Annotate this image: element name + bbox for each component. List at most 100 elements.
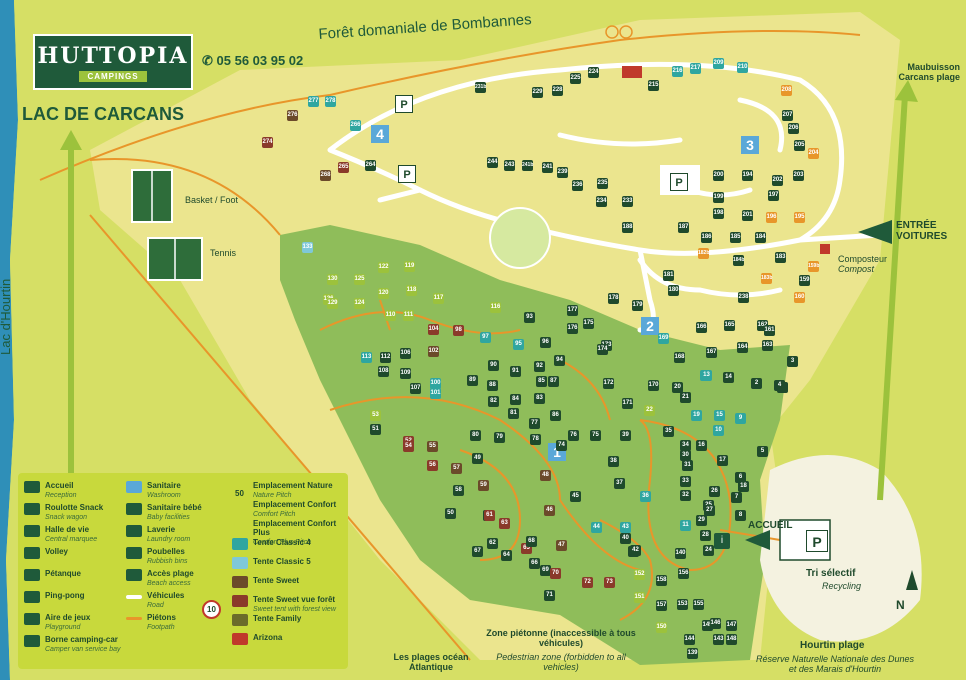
pitch-marker[interactable]: 120 <box>378 288 389 299</box>
pitch-marker[interactable]: 72 <box>582 577 593 588</box>
pitch-marker[interactable]: 183 <box>775 252 786 263</box>
pitch-marker[interactable]: 3 <box>787 356 798 367</box>
pitch-marker[interactable]: 124 <box>354 298 365 309</box>
pitch-marker[interactable]: 26 <box>709 486 720 497</box>
pitch-marker[interactable]: 174 <box>597 344 608 355</box>
pitch-marker[interactable]: 64 <box>501 550 512 561</box>
pitch-marker[interactable]: 47 <box>556 540 567 551</box>
pitch-marker[interactable]: 145 <box>702 620 713 631</box>
pitch-marker[interactable]: 177 <box>567 305 578 316</box>
pitch-marker[interactable]: 10 <box>713 425 724 436</box>
pitch-marker[interactable]: 91 <box>510 366 521 377</box>
pitch-marker[interactable]: 19 <box>691 410 702 421</box>
pitch-marker[interactable]: 144 <box>684 634 695 645</box>
pitch-marker[interactable]: 86 <box>550 410 561 421</box>
pitch-marker[interactable]: 54 <box>403 441 414 452</box>
pitch-marker[interactable]: 236 <box>572 180 583 191</box>
pitch-marker[interactable]: 87 <box>548 376 559 387</box>
pitch-marker[interactable]: 110 <box>385 310 396 321</box>
pitch-marker[interactable]: 43 <box>620 522 631 533</box>
pitch-marker[interactable]: 58 <box>453 485 464 496</box>
pitch-marker[interactable]: 185 <box>730 232 741 243</box>
pitch-marker[interactable]: 27 <box>704 505 715 516</box>
pitch-marker[interactable]: 277 <box>308 96 319 107</box>
pitch-marker[interactable]: 8 <box>735 510 746 521</box>
parking-icon[interactable]: P <box>395 95 413 113</box>
pitch-marker[interactable]: 200 <box>713 170 724 181</box>
pitch-marker[interactable]: 98 <box>453 325 464 336</box>
pitch-marker[interactable]: 231b <box>475 82 486 93</box>
pitch-marker[interactable]: 194 <box>742 170 753 181</box>
pitch-marker[interactable]: 210 <box>737 62 748 73</box>
pitch-marker[interactable]: 161 <box>764 325 775 336</box>
pitch-marker[interactable]: 59 <box>478 480 489 491</box>
pitch-marker[interactable]: 5 <box>757 446 768 457</box>
pitch-marker[interactable]: 160 <box>794 292 805 303</box>
pitch-marker[interactable]: 172 <box>603 378 614 389</box>
pitch-marker[interactable]: 167 <box>706 347 717 358</box>
pitch-marker[interactable]: 56 <box>427 460 438 471</box>
pitch-marker[interactable]: 100 <box>430 378 441 389</box>
pitch-marker[interactable]: 225 <box>570 73 581 84</box>
pitch-marker[interactable]: 22 <box>644 405 655 416</box>
pitch-marker[interactable]: 32 <box>680 490 691 501</box>
pitch-marker[interactable]: 82 <box>488 396 499 407</box>
pitch-marker[interactable]: 14 <box>723 372 734 383</box>
washroom-icon[interactable]: 4 <box>371 125 389 143</box>
parking-icon[interactable]: P <box>806 530 828 552</box>
pitch-marker[interactable]: 81 <box>508 408 519 419</box>
pitch-marker[interactable]: 209 <box>713 58 724 69</box>
pitch-marker[interactable]: 34 <box>680 440 691 451</box>
pitch-marker[interactable]: 77 <box>529 418 540 429</box>
pitch-marker[interactable]: 75 <box>590 430 601 441</box>
pitch-marker[interactable]: 46 <box>544 505 555 516</box>
pitch-marker[interactable]: 20 <box>672 382 683 393</box>
pitch-marker[interactable]: 42 <box>630 545 641 556</box>
pitch-marker[interactable]: 215 <box>648 80 659 91</box>
pitch-marker[interactable]: 184b <box>733 255 744 266</box>
pitch-marker[interactable]: 90 <box>488 360 499 371</box>
pitch-marker[interactable]: 16 <box>696 440 707 451</box>
pitch-marker[interactable]: 67 <box>472 546 483 557</box>
pitch-marker[interactable]: 155 <box>693 599 704 610</box>
pitch-marker[interactable]: 264 <box>365 160 376 171</box>
pitch-marker[interactable]: 61 <box>484 510 495 521</box>
pitch-marker[interactable]: 202 <box>772 175 783 186</box>
pitch-marker[interactable]: 106 <box>400 348 411 359</box>
pitch-marker[interactable]: 13 <box>701 370 712 381</box>
pitch-marker[interactable]: 104 <box>428 324 439 335</box>
pitch-marker[interactable]: 159 <box>799 275 810 286</box>
pitch-marker[interactable]: 203 <box>793 170 804 181</box>
pitch-marker[interactable]: 182b <box>698 248 709 259</box>
pitch-marker[interactable]: 146 <box>710 618 721 629</box>
pitch-marker[interactable]: 239 <box>557 167 568 178</box>
pitch-marker[interactable]: 24 <box>703 545 714 556</box>
pitch-marker[interactable]: 37 <box>614 478 625 489</box>
pitch-marker[interactable]: 92 <box>534 361 545 372</box>
pitch-marker[interactable]: 9 <box>735 413 746 424</box>
pitch-marker[interactable]: 68 <box>526 536 537 547</box>
pitch-marker[interactable]: 278 <box>325 96 336 107</box>
pitch-marker[interactable]: 95 <box>513 339 524 350</box>
pitch-marker[interactable]: 6 <box>735 472 746 483</box>
pitch-marker[interactable]: 76 <box>568 430 579 441</box>
pitch-marker[interactable]: 268 <box>320 170 331 181</box>
pitch-marker[interactable]: 235 <box>597 178 608 189</box>
pitch-marker[interactable]: 163 <box>762 340 773 351</box>
pitch-marker[interactable]: 186 <box>701 232 712 243</box>
pitch-marker[interactable]: 65 <box>521 543 532 554</box>
info-icon[interactable]: i <box>714 533 730 549</box>
pitch-marker[interactable]: 195 <box>794 212 805 223</box>
pitch-marker[interactable]: 83 <box>534 393 545 404</box>
pitch-marker[interactable]: 73 <box>604 577 615 588</box>
pitch-marker[interactable]: 71 <box>544 590 555 601</box>
pitch-marker[interactable]: 276 <box>287 110 298 121</box>
pitch-marker[interactable]: 35 <box>663 426 674 437</box>
pitch-marker[interactable]: 101 <box>430 388 441 399</box>
pitch-marker[interactable]: 119 <box>404 261 415 272</box>
pitch-marker[interactable]: 148 <box>726 634 737 645</box>
pitch-marker[interactable]: 48 <box>540 470 551 481</box>
pitch-marker[interactable]: 50 <box>445 508 456 519</box>
pitch-marker[interactable]: 11 <box>680 520 691 531</box>
pitch-marker[interactable]: 40 <box>620 533 631 544</box>
